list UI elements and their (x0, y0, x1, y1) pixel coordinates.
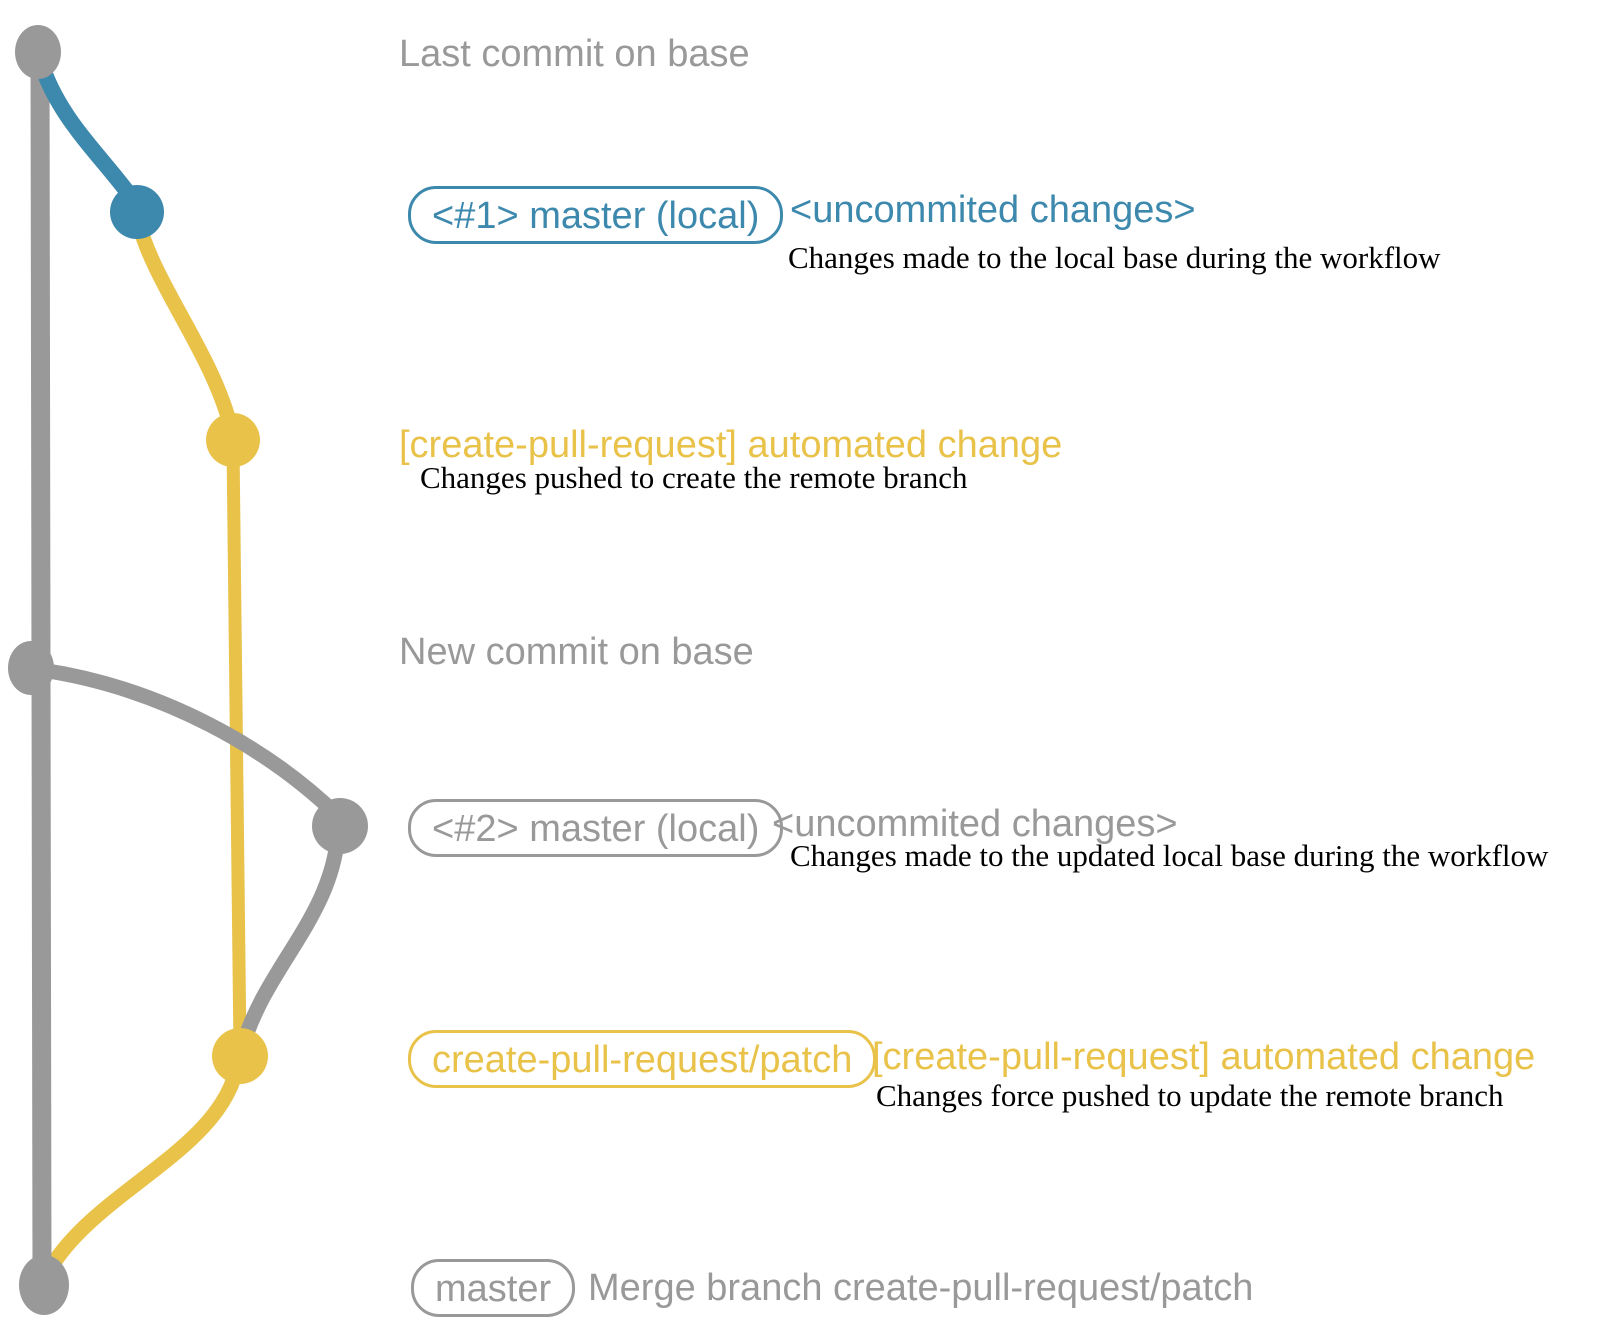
commit2-description: Changes made to the updated local base d… (790, 838, 1549, 873)
commit-node-last-base (15, 25, 61, 79)
last-commit-label: Last commit on base (399, 33, 750, 75)
push1-description: Changes pushed to create the remote bran… (420, 460, 968, 495)
branch-curve-merge (38, 1060, 246, 1282)
tag-master-merge: master (411, 1259, 576, 1317)
push1-title: [create-pull-request] automated change (399, 424, 1063, 466)
merge-description: Merge branch create-pull-request/patch (588, 1267, 1254, 1309)
tag-create-pull-request-patch: create-pull-request/patch (408, 1030, 877, 1088)
branch-curve-push-1 (131, 222, 239, 430)
commit-node-local-1 (110, 185, 164, 239)
tag-master-local-1: <#1> master (local) (408, 186, 784, 244)
commit2-title: <uncommited changes> (772, 803, 1178, 845)
push2-description: Changes force pushed to update the remot… (876, 1078, 1504, 1113)
tag-master-local-2: <#2> master (local) (408, 799, 784, 857)
commit-node-merge (19, 1255, 69, 1315)
new-commit-label: New commit on base (399, 631, 754, 673)
push2-title: [create-pull-request] automated change (872, 1036, 1536, 1078)
commit-node-new-base (8, 641, 54, 695)
branch-curve-local-1 (32, 57, 139, 203)
commit-node-local-2 (312, 798, 368, 854)
commit-node-push-2 (212, 1028, 268, 1084)
commit1-title: <uncommited changes> (790, 189, 1196, 231)
branch-curve-local-2 (40, 662, 344, 822)
branch-curve-force-push (236, 831, 346, 1045)
commit-node-push-1 (206, 413, 260, 467)
commit1-description: Changes made to the local base during th… (788, 240, 1441, 275)
